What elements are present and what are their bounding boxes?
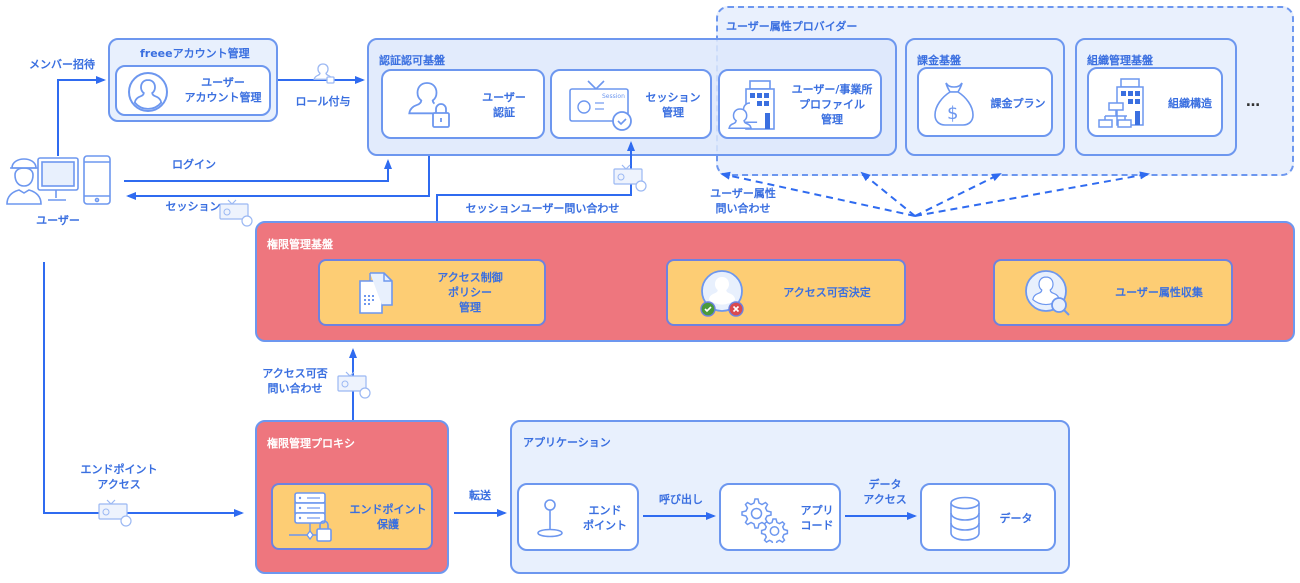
- user-authentication-box[interactable]: ユーザー 認証: [381, 69, 545, 139]
- access-decision-label: アクセス可否決定: [783, 286, 871, 299]
- endpoint-box[interactable]: エンド ポイント: [517, 483, 639, 551]
- application-title: アプリケーション: [523, 436, 611, 449]
- endpoint-protection-box[interactable]: エンドポイント 保護: [271, 483, 433, 550]
- org-building-icon: [1098, 78, 1144, 128]
- token-icon-session-query: [613, 164, 647, 192]
- gears-icon: [741, 498, 789, 543]
- label-forward: 転送: [469, 489, 491, 502]
- profile-management-box[interactable]: ユーザー/事業所 プロファイル 管理: [718, 69, 882, 139]
- session-icon-text: Session: [602, 93, 625, 100]
- access-policy-management-box[interactable]: アクセス制御 ポリシー 管理: [318, 259, 546, 326]
- arrow-session: [126, 156, 430, 200]
- label-login: ログイン: [172, 158, 216, 171]
- label-data-access: データ アクセス: [863, 478, 907, 506]
- user-search-icon: [1025, 270, 1070, 316]
- label-session-user-query: セッションユーザー問い合わせ: [465, 202, 620, 215]
- server-lock-icon: [289, 492, 332, 542]
- database-icon: [950, 496, 980, 541]
- user-label: ユーザー: [36, 214, 80, 227]
- app-code-label: アプリ コード: [800, 504, 834, 532]
- label-endpoint-access: エンドポイント アクセス: [80, 463, 158, 491]
- access-decision-box[interactable]: アクセス可否決定: [666, 259, 906, 326]
- arrow-login: [124, 159, 392, 182]
- org-structure-label: 組織構造: [1168, 97, 1212, 110]
- label-member-invite: メンバー招待: [29, 58, 95, 71]
- user-allow-deny-icon: [700, 270, 744, 317]
- freee-account-title: freeeアカウント管理: [140, 47, 250, 60]
- endpoint-pin-icon: [537, 499, 563, 538]
- endpoint-protection-label: エンドポイント 保護: [349, 503, 427, 531]
- label-call: 呼び出し: [659, 493, 703, 506]
- user-attribute-collection-box[interactable]: ユーザー属性収集: [993, 259, 1233, 326]
- arrow-member-invite: [57, 76, 106, 156]
- label-access-query: アクセス可否 問い合わせ: [262, 367, 328, 395]
- permission-title: 権限管理基盤: [267, 238, 333, 251]
- token-icon-endpoint-access: [98, 499, 132, 527]
- user-account-management-box[interactable]: ユーザー アカウント管理: [115, 65, 271, 116]
- money-bag-icon: $: [934, 82, 974, 126]
- org-title: 組織管理基盤: [1087, 54, 1153, 67]
- label-session: セッション: [165, 200, 221, 213]
- session-management-box[interactable]: Session セッション 管理: [550, 69, 712, 139]
- token-icon-session: [219, 199, 253, 227]
- billing-title: 課金基盤: [917, 54, 961, 67]
- access-policy-management-label: アクセス制御 ポリシー 管理: [437, 271, 503, 314]
- attr-provider-title: ユーザー属性プロバイダー: [726, 20, 858, 33]
- billing-plan-box[interactable]: $ 課金プラン: [917, 67, 1053, 137]
- arrow-attr-query-profile: [720, 171, 916, 217]
- org-structure-box[interactable]: 組織構造: [1087, 67, 1223, 137]
- billing-plan-label: 課金プラン: [990, 97, 1046, 110]
- user-circle-icon: [128, 72, 168, 112]
- data-box[interactable]: データ: [920, 483, 1056, 551]
- endpoint-label: エンド ポイント: [583, 504, 627, 532]
- svg-text:$: $: [947, 103, 958, 124]
- token-icon-access-query: [337, 371, 371, 399]
- user-lock-icon: [408, 82, 450, 128]
- profile-management-label: ユーザー/事業所 プロファイル 管理: [791, 83, 873, 126]
- building-users-icon: [728, 80, 775, 130]
- more-providers-ellipsis: …: [1246, 94, 1261, 110]
- documents-icon: [359, 272, 393, 314]
- session-card-icon: Session: [569, 80, 632, 131]
- arrow-attr-query-org: [914, 173, 1002, 217]
- auth-title: 認証認可基盤: [379, 54, 445, 67]
- app-code-box[interactable]: アプリ コード: [719, 483, 841, 551]
- data-label: データ: [999, 512, 1033, 525]
- arrow-attr-query-more: [914, 171, 1150, 217]
- proxy-title: 権限管理プロキシ: [267, 437, 355, 450]
- label-role-grant: ロール付与: [295, 95, 351, 108]
- user-account-management-label: ユーザー アカウント管理: [184, 76, 262, 104]
- user-with-devices-icon[interactable]: [4, 154, 112, 210]
- arrow-endpoint-access: [43, 262, 244, 517]
- user-attribute-collection-label: ユーザー属性収集: [1115, 286, 1203, 299]
- session-management-label: セッション 管理: [645, 91, 701, 119]
- role-user-icon: [313, 63, 335, 84]
- user-authentication-label: ユーザー 認証: [482, 91, 526, 119]
- label-user-attr-query: ユーザー属性 問い合わせ: [710, 187, 776, 215]
